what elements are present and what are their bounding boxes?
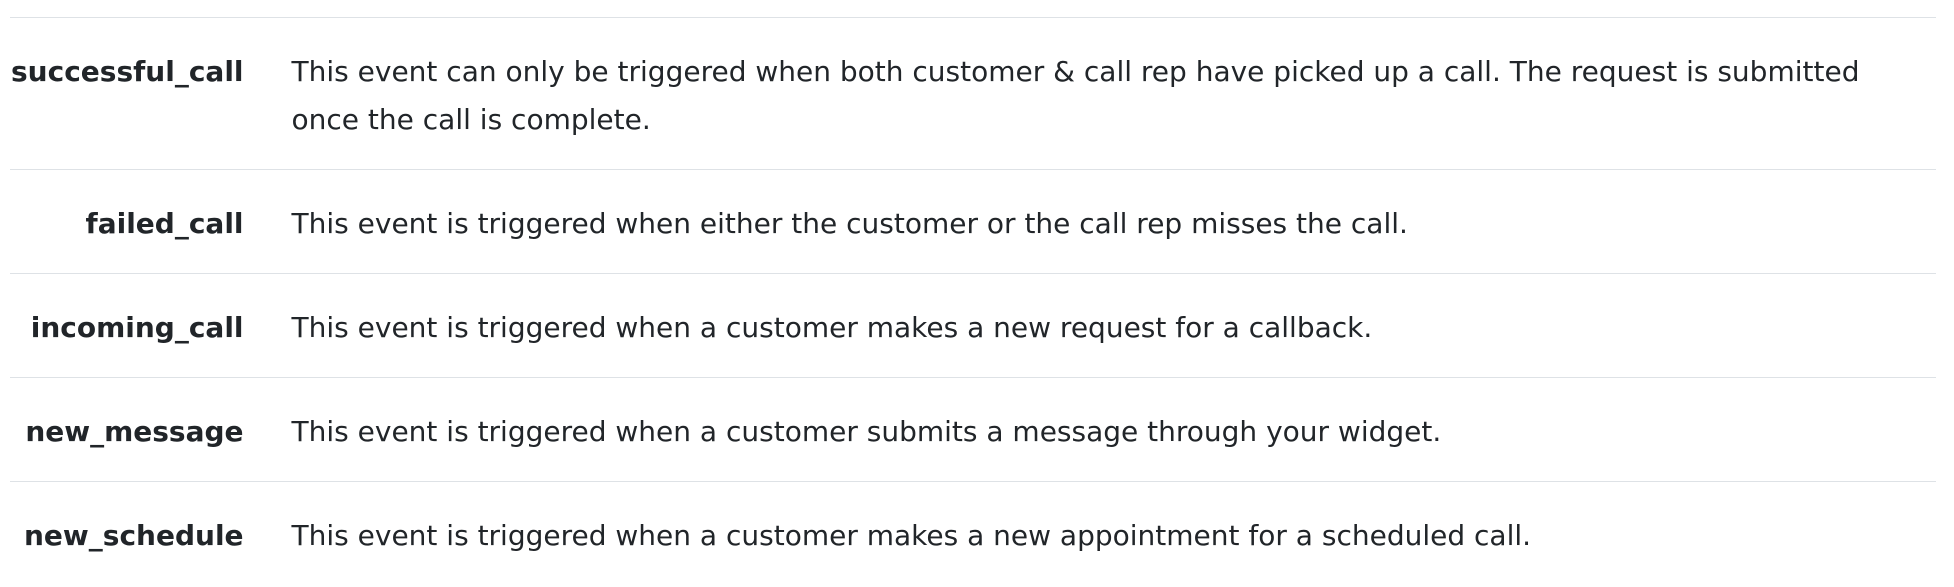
event-description: This event is triggered when either the … bbox=[291, 207, 1408, 240]
event-name: successful_call bbox=[11, 55, 244, 88]
event-description: This event is triggered when a customer … bbox=[291, 415, 1442, 448]
table-row: new_message This event is triggered when… bbox=[10, 377, 1936, 482]
event-name: failed_call bbox=[85, 207, 244, 240]
event-description: This event is triggered when a customer … bbox=[291, 519, 1532, 552]
event-description: This event can only be triggered when bo… bbox=[291, 55, 1860, 136]
events-table: successful_call This event can only be t… bbox=[10, 17, 1936, 585]
event-name: new_message bbox=[25, 415, 244, 448]
table-row: successful_call This event can only be t… bbox=[10, 17, 1936, 170]
table-row: failed_call This event is triggered when… bbox=[10, 169, 1936, 274]
table-row: new_schedule This event is triggered whe… bbox=[10, 481, 1936, 586]
event-description: This event is triggered when a customer … bbox=[291, 311, 1373, 344]
events-table-body: successful_call This event can only be t… bbox=[10, 17, 1936, 586]
event-name: incoming_call bbox=[30, 311, 244, 344]
table-row: incoming_call This event is triggered wh… bbox=[10, 273, 1936, 378]
event-name: new_schedule bbox=[23, 519, 244, 552]
